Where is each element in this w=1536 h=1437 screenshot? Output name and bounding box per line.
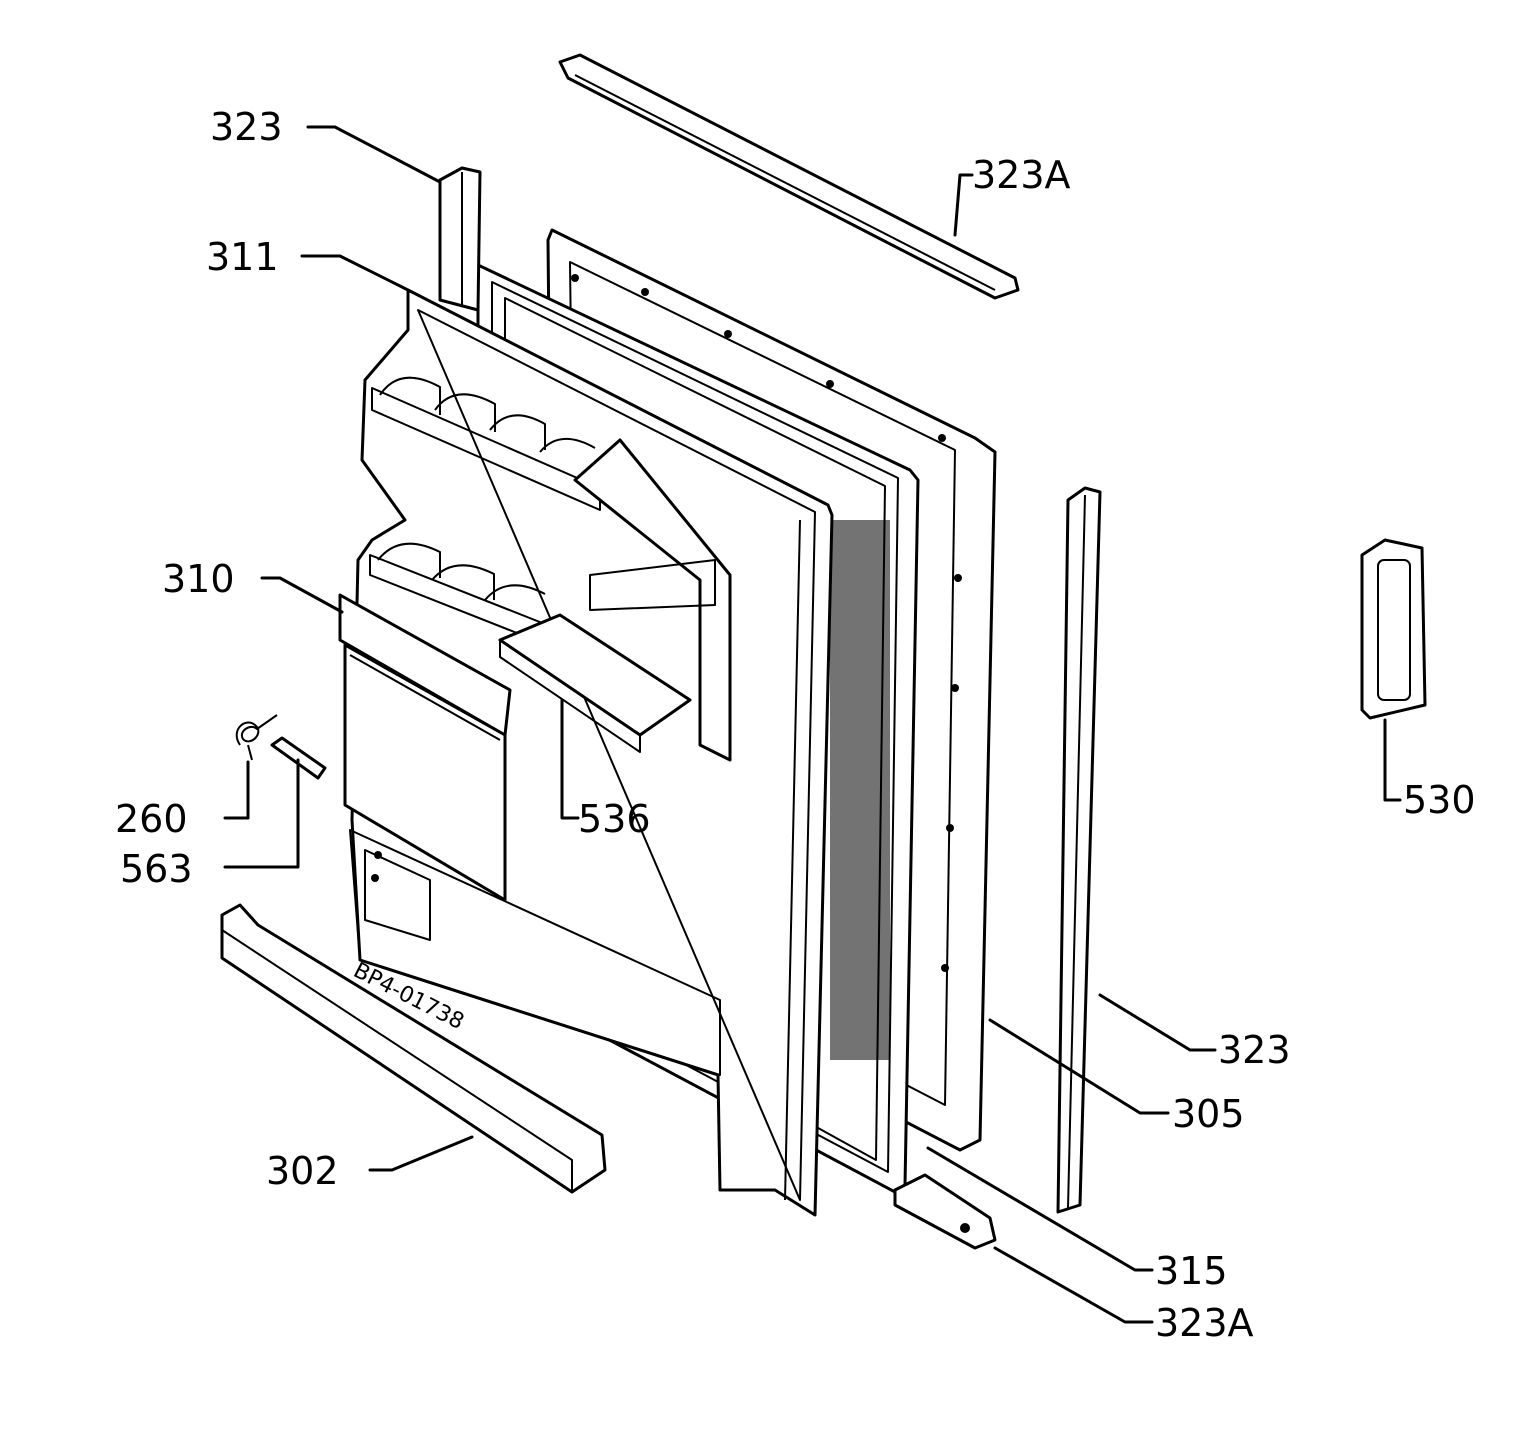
leader-536 <box>560 698 580 820</box>
hinge-bar-323a-bottom <box>893 1173 997 1250</box>
leader-530 <box>1383 718 1402 802</box>
leader-310 <box>260 576 344 614</box>
callout-302: 302 <box>266 1149 339 1193</box>
strip-323-left <box>438 166 482 312</box>
leader-305 <box>988 1018 1170 1115</box>
hinge-bar-323a-top <box>558 53 1020 300</box>
leader-260 <box>223 760 250 820</box>
callout-563: 563 <box>120 847 193 891</box>
callout-536: 536 <box>578 797 651 841</box>
leader-315 <box>926 1146 1154 1272</box>
callout-305: 305 <box>1172 1092 1245 1136</box>
leader-311 <box>300 254 410 292</box>
callout-530: 530 <box>1403 778 1476 822</box>
callout-323a-top: 323A <box>972 153 1071 197</box>
handle-530 <box>1360 538 1427 720</box>
inner-liner-311 <box>349 288 834 1217</box>
shelf-flap-310 <box>338 593 512 902</box>
callout-310: 310 <box>162 557 235 601</box>
callout-323-right: 323 <box>1218 1028 1291 1072</box>
leader-302 <box>368 1135 474 1172</box>
shelf-536 <box>498 613 692 753</box>
leader-323-top <box>306 125 442 184</box>
callout-315: 315 <box>1155 1249 1228 1293</box>
callout-311: 311 <box>206 235 279 279</box>
leader-323a-top <box>953 173 974 237</box>
spring-260 <box>235 714 278 761</box>
callout-260: 260 <box>115 797 188 841</box>
leader-323-right <box>1098 993 1217 1052</box>
leader-323a-bottom <box>993 1246 1154 1324</box>
leader-563 <box>223 758 300 869</box>
strip-323-right <box>1056 486 1102 1214</box>
pin-563 <box>270 736 327 780</box>
callout-323-top: 323 <box>210 105 283 149</box>
bottom-trim-302 <box>220 903 607 1194</box>
callout-323a-bottom: 323A <box>1155 1301 1254 1345</box>
